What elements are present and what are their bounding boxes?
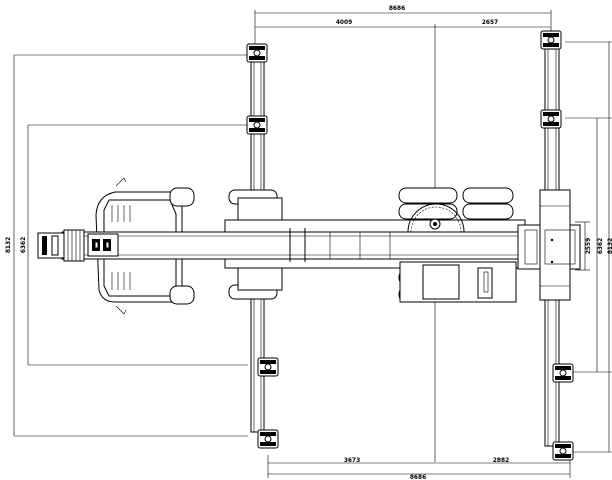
dim-top-left: 4009	[336, 18, 352, 26]
crane-boom	[37, 228, 523, 262]
counterweight	[517, 189, 581, 301]
outrigger-pad	[246, 115, 268, 135]
dim-top-total: 8686	[389, 4, 405, 12]
turntable	[407, 203, 465, 233]
outrigger-pad	[552, 441, 574, 461]
outrigger-pad	[540, 30, 562, 50]
dim-right-middle: 6362	[596, 238, 604, 254]
dim-left-outer: 8132	[4, 237, 12, 253]
outrigger-pad	[540, 109, 562, 129]
outrigger-pad	[257, 357, 279, 377]
dim-left-inner: 6362	[19, 237, 27, 253]
outrigger-pad	[246, 43, 268, 63]
outrigger-pad	[552, 363, 574, 383]
outrigger-pad	[257, 429, 279, 449]
dim-right-inner: 2559	[584, 238, 592, 254]
dim-bottom-right: 2882	[493, 456, 509, 464]
outrigger-pads	[246, 30, 574, 461]
dim-bottom-left: 3673	[344, 456, 360, 464]
dim-top-right: 2657	[482, 18, 498, 26]
dim-bottom-total: 8686	[410, 473, 426, 480]
dim-right-outer: 8132	[606, 238, 612, 254]
